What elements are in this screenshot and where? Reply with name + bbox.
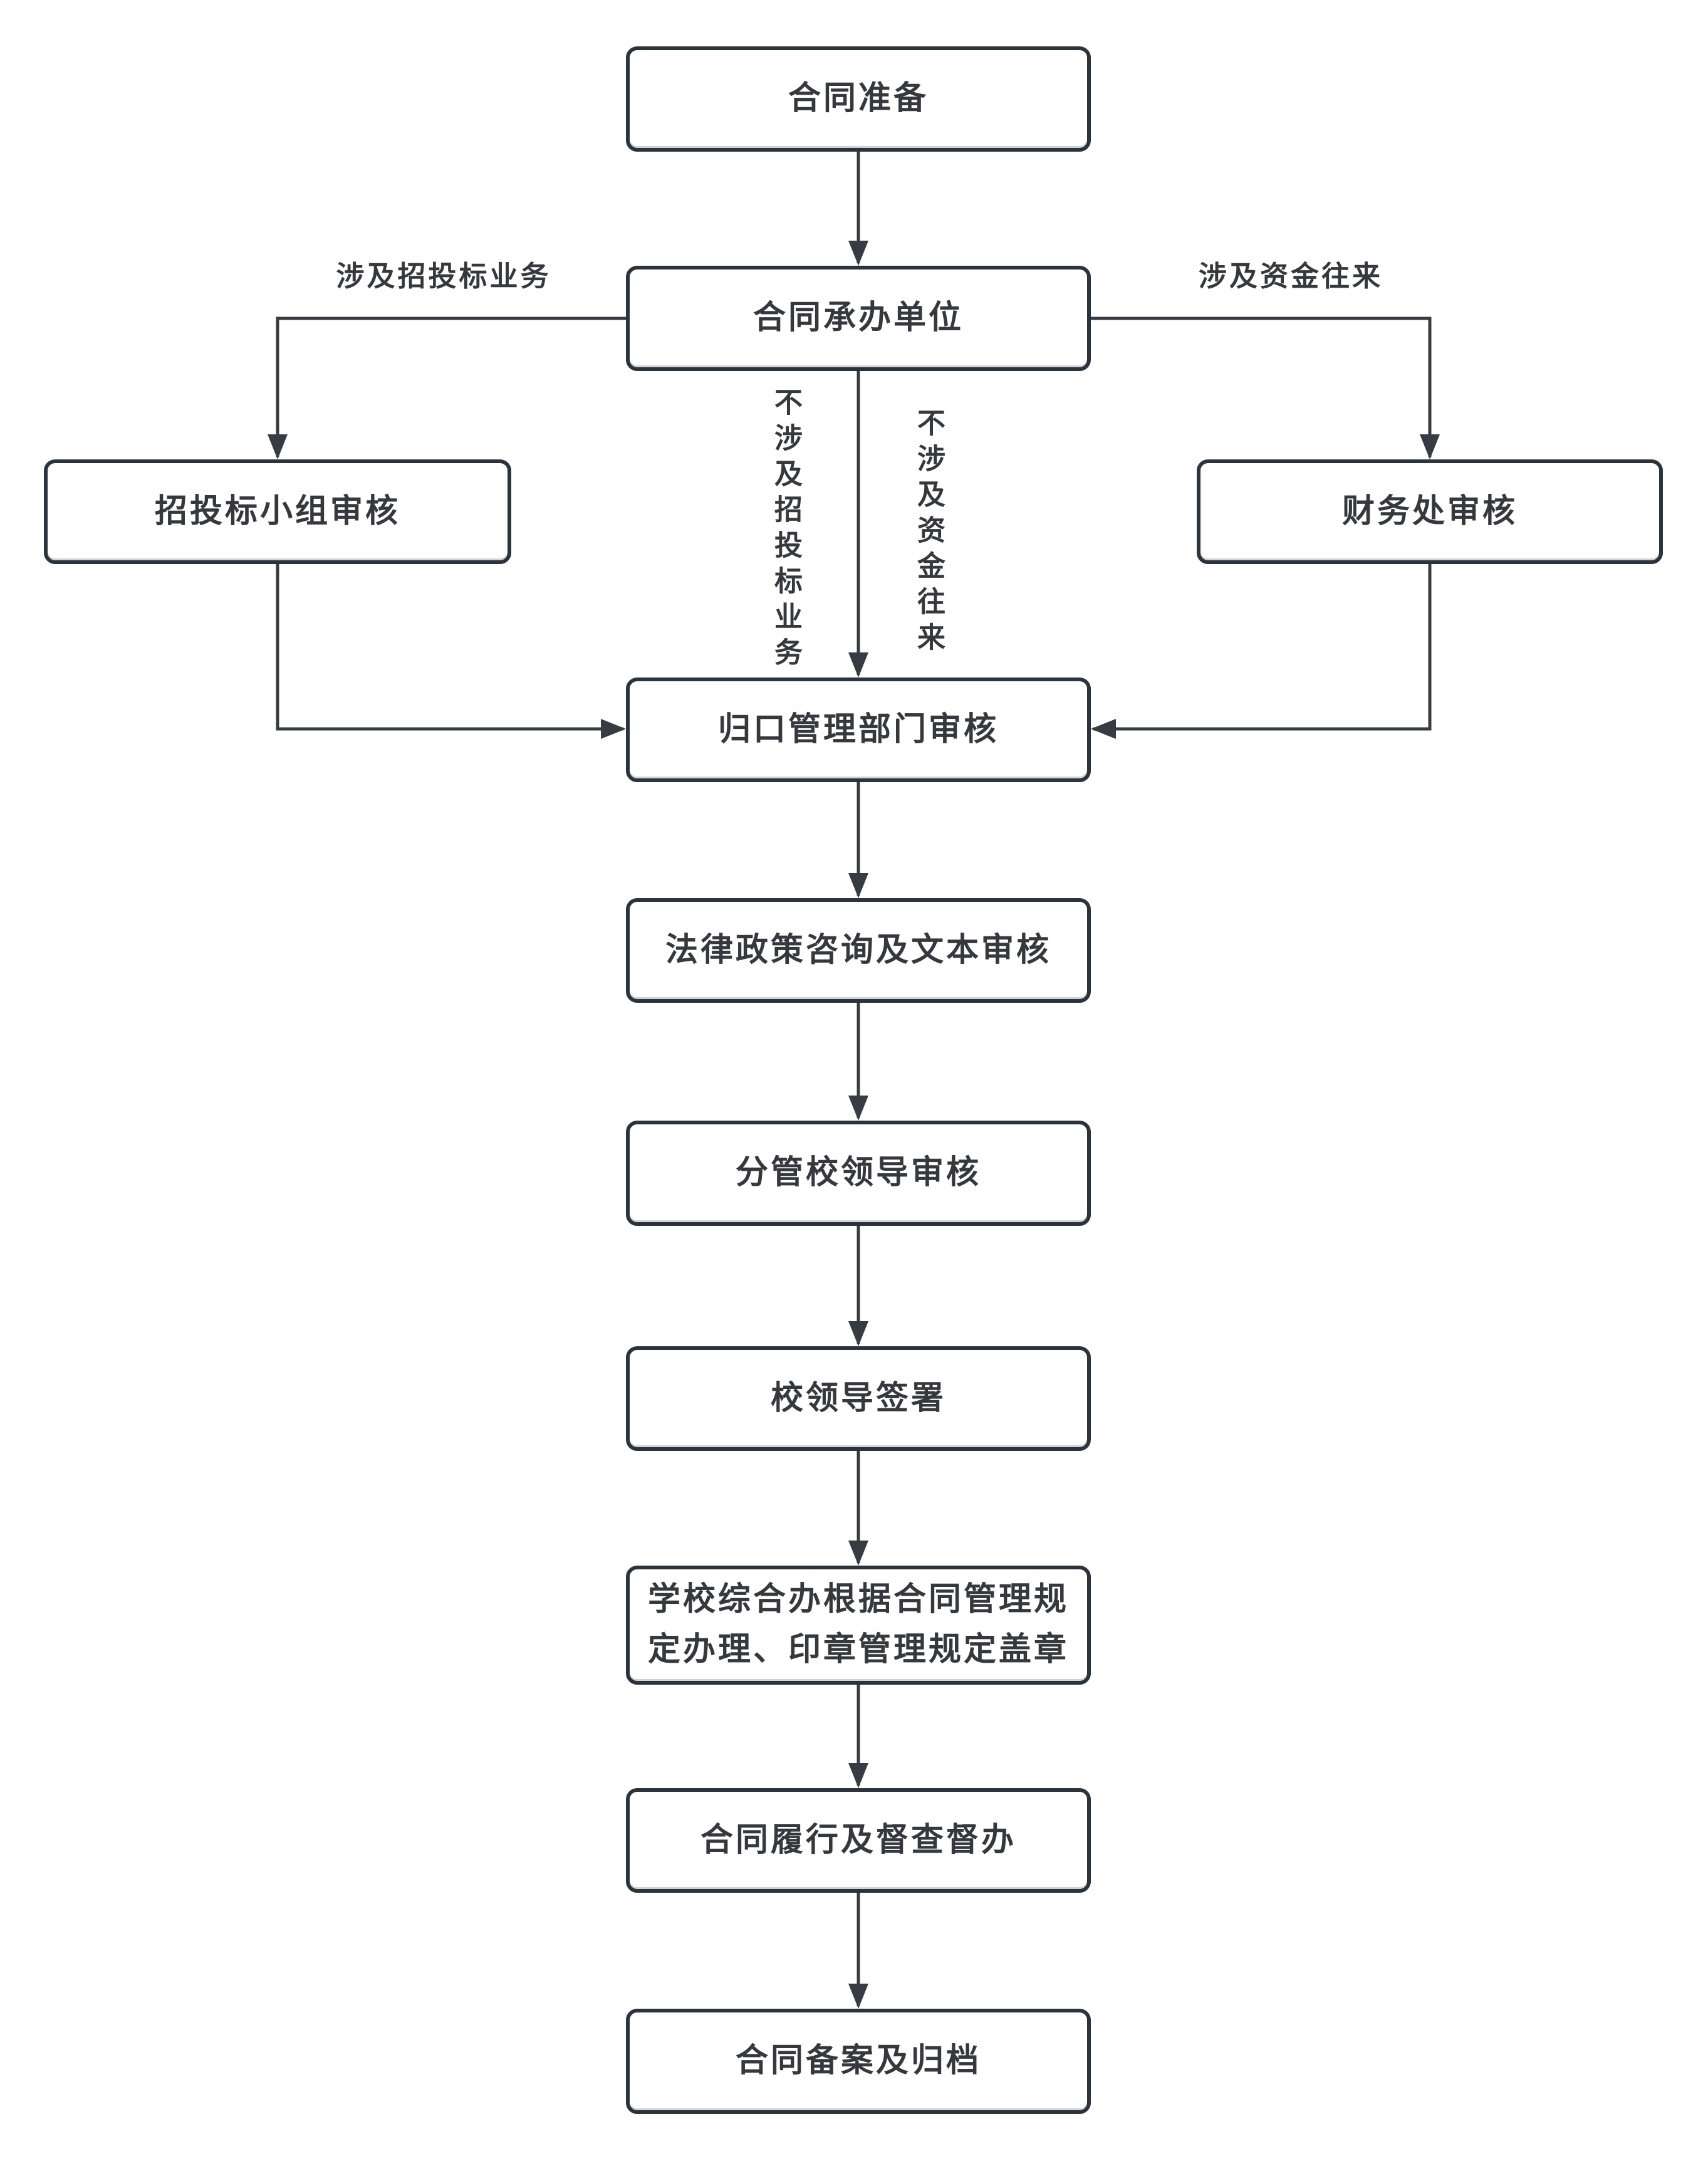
arrowhead-into-performance [848, 1763, 868, 1788]
flow-node-label: 归口管理部门审核 [717, 711, 999, 748]
flow-node-label: 合同准备 [788, 81, 929, 117]
flow-node-undertaking-unit: 合同承办单位 [626, 266, 1091, 371]
flow-node-label: 法律政策咨询及文本审核 [665, 932, 1051, 968]
flow-node-finance-office-review: 财务处审核 [1197, 459, 1663, 564]
flow-node-filing-and-archive: 合同备案及归档 [626, 2009, 1091, 2114]
flow-node-office-handle-and-seal: 学校综合办根据合同管理规 定办理、印章管理规定盖章 [626, 1566, 1091, 1685]
arrowhead-into-archive [848, 1984, 868, 2009]
connector-left-branch [276, 317, 626, 457]
branch-label-involves-funds: 涉及资金往来 [1198, 261, 1383, 292]
flow-node-performance-supervision: 合同履行及督查督办 [626, 1788, 1091, 1893]
flow-node-label: 分管校领导审核 [735, 1155, 981, 1191]
flow-node-label: 合同承办单位 [752, 300, 964, 336]
arrowhead-into-centralized-right [1091, 719, 1116, 739]
arrowhead-into-sign [848, 1321, 868, 1346]
flow-node-label: 校领导签署 [770, 1380, 946, 1416]
flow-node-leader-signature: 校领导签署 [626, 1346, 1091, 1451]
arrowhead-into-bidding-group [268, 434, 288, 459]
arrowhead-into-finance [1420, 434, 1440, 459]
flow-node-label: 财务处审核 [1341, 493, 1518, 530]
flow-node-centralized-dept-review: 归口管理部门审核 [626, 678, 1091, 782]
branch-label-not-involve-funds: 不涉及资金往来 [913, 407, 944, 658]
flow-node-contract-prepare: 合同准备 [626, 46, 1091, 152]
flow-node-label-line1: 学校综合办根据合同管理规 [647, 1582, 1069, 1618]
flow-node-legal-policy-text-review: 法律政策咨询及文本审核 [626, 898, 1091, 1003]
arrowhead-into-centralized-left [601, 719, 626, 739]
flow-node-label: 合同备案及归档 [735, 2043, 981, 2079]
flow-node-label: 合同履行及督查督办 [700, 1822, 1016, 1858]
arrowhead-into-office-seal [848, 1541, 868, 1566]
connector-bidding-to-centralized [276, 564, 623, 731]
connector-finance-to-centralized [1093, 564, 1432, 731]
branch-label-not-involve-bidding: 不涉及招投标业务 [770, 387, 801, 673]
arrowhead-into-vice-leader [848, 1096, 868, 1121]
flow-node-label: 招投标小组审核 [154, 493, 400, 530]
flow-node-vice-leader-review: 分管校领导审核 [626, 1121, 1091, 1226]
arrowhead-into-centralized-top [848, 652, 868, 678]
flow-node-label-line2: 定办理、印章管理规定盖章 [647, 1632, 1069, 1668]
branch-label-involves-bidding: 涉及招投标业务 [336, 261, 551, 292]
connector-right-branch [1091, 317, 1432, 457]
flow-node-bidding-group-review: 招投标小组审核 [44, 459, 511, 564]
arrowhead-into-undertaking [848, 241, 868, 266]
arrowhead-into-legal [848, 873, 868, 898]
